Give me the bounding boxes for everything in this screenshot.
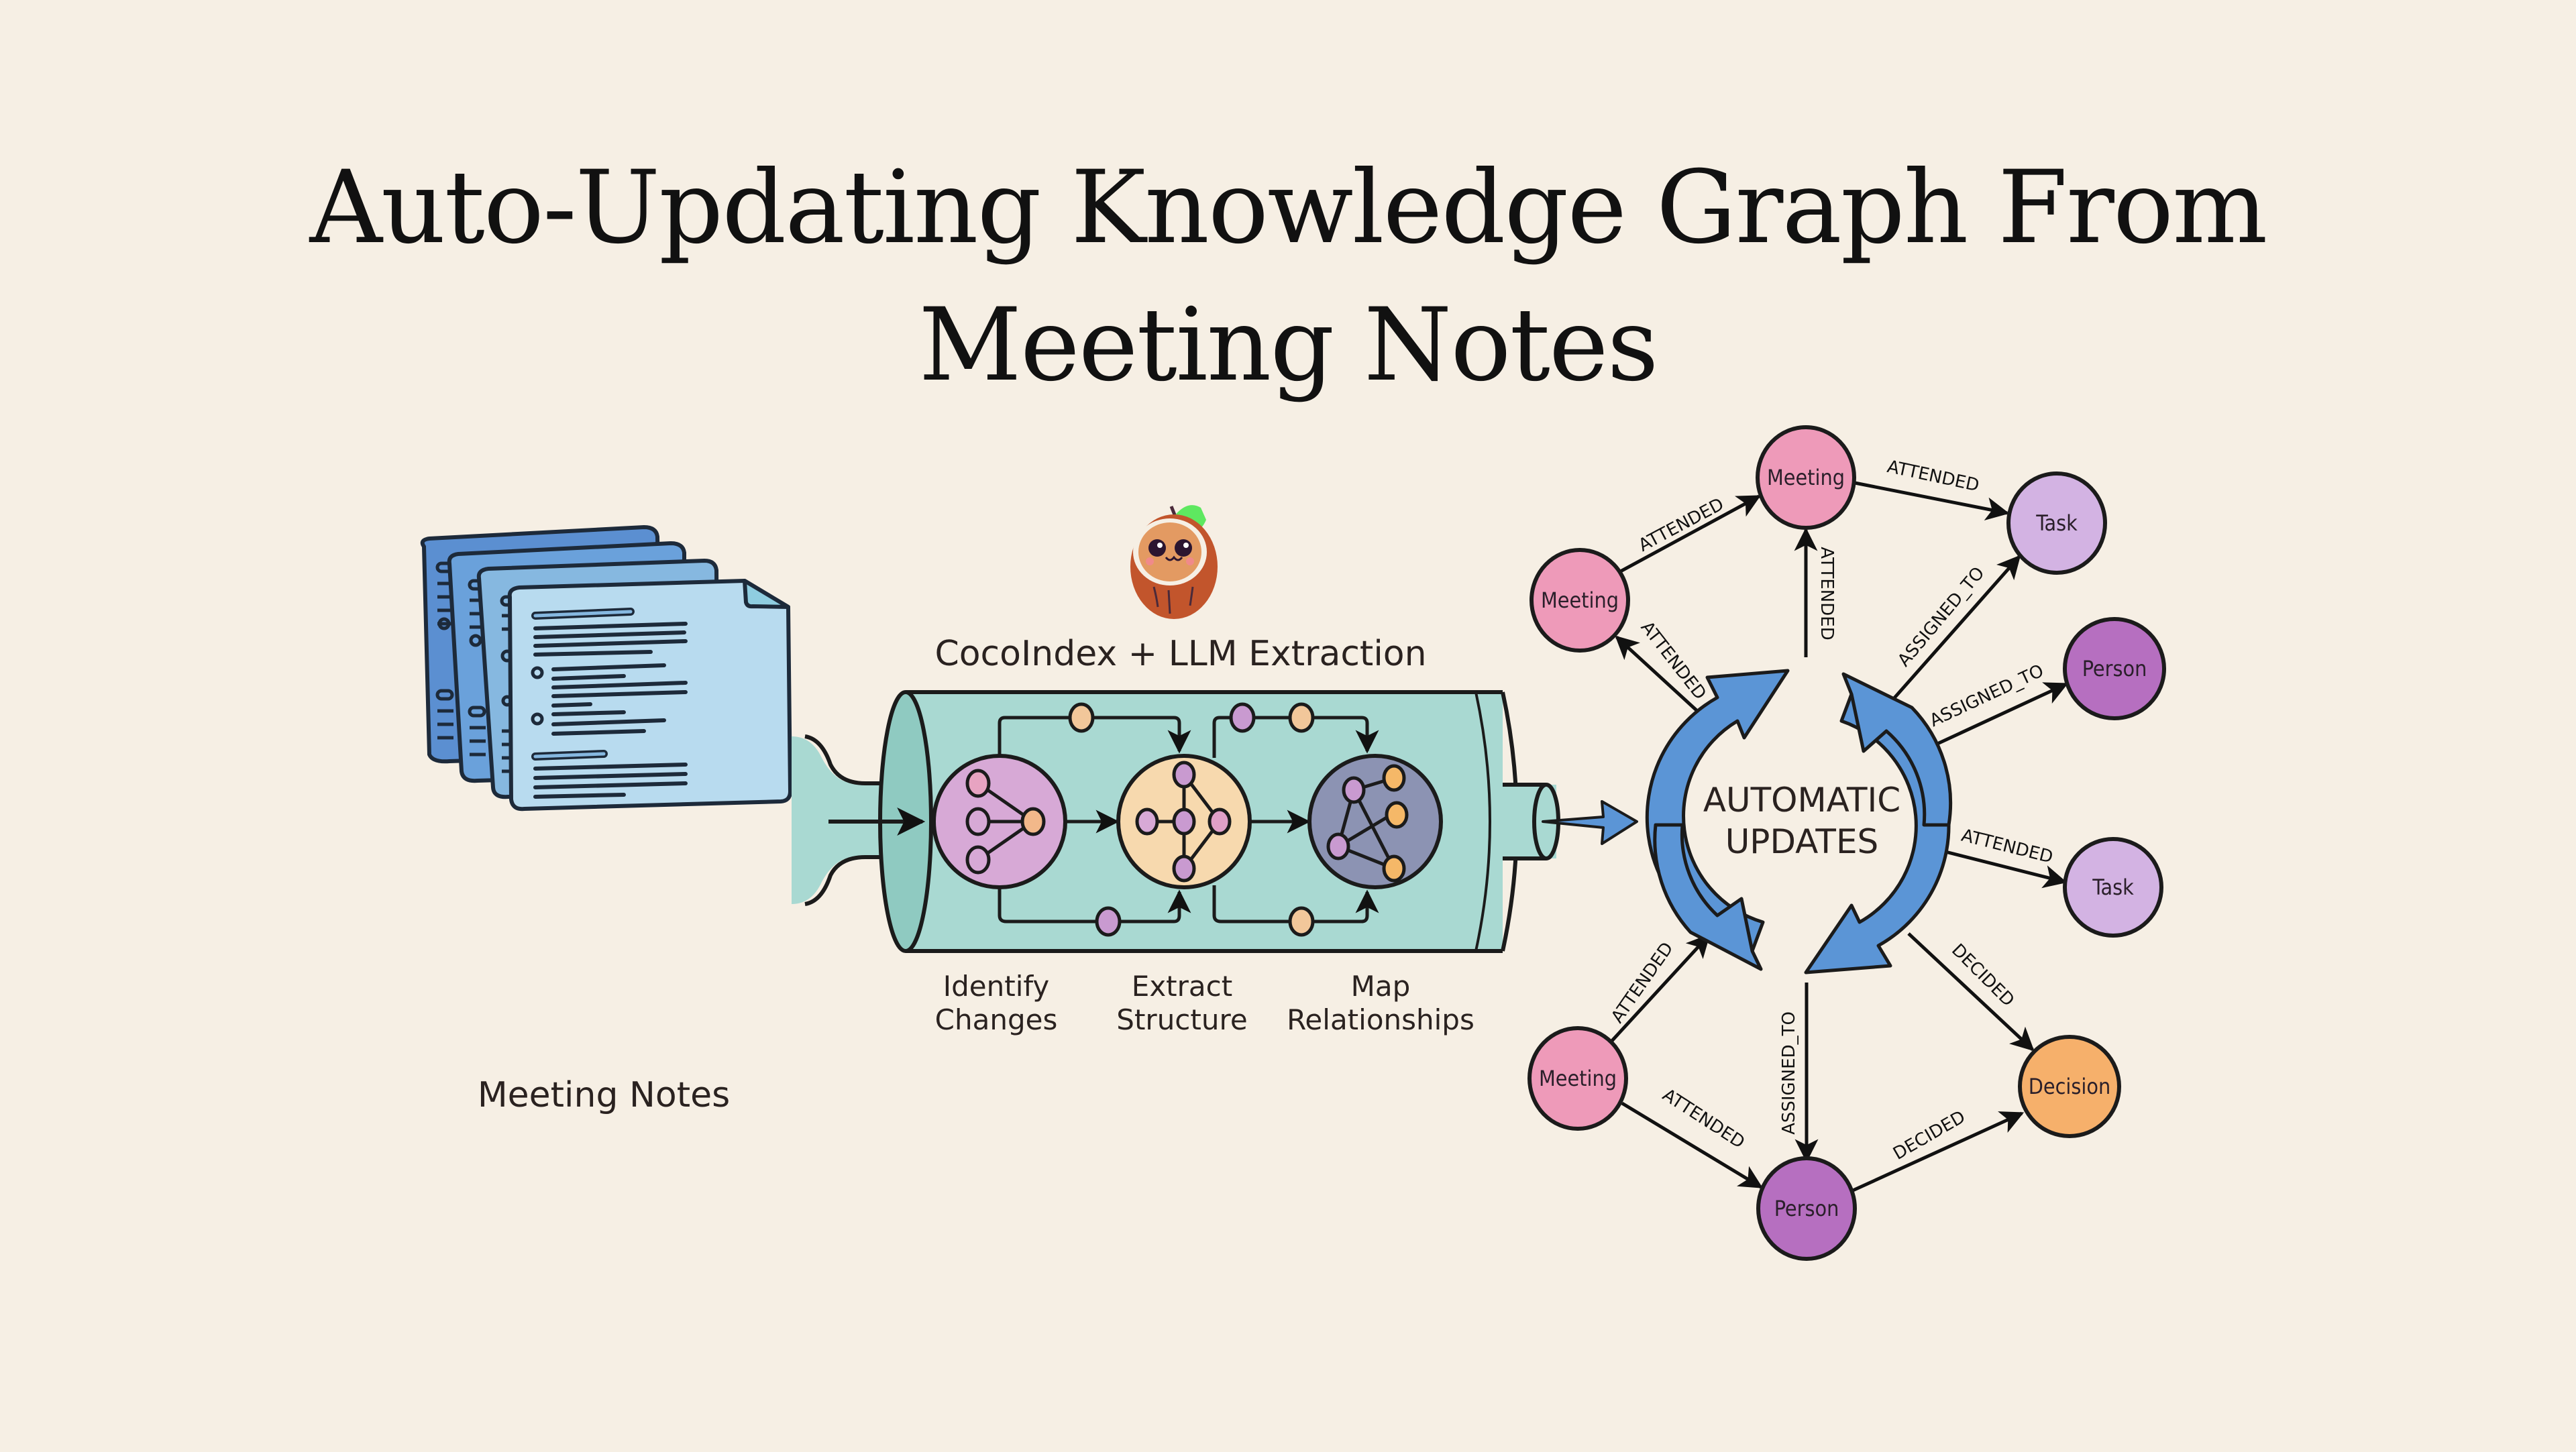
page-title-line-1: Auto-Updating Knowledge Graph From bbox=[309, 150, 2268, 266]
stage-3-label-line-2: Relationships bbox=[1287, 1003, 1474, 1036]
svg-text:Meeting: Meeting bbox=[1541, 588, 1619, 613]
coconut-mascot-icon bbox=[1130, 505, 1218, 619]
svg-text:Meeting: Meeting bbox=[1767, 465, 1845, 490]
graph-edges bbox=[1609, 481, 2069, 1192]
graph-node-person: Person bbox=[1756, 1156, 1857, 1261]
graph-node-meeting: Meeting bbox=[1756, 425, 1856, 530]
graph-branch-icon bbox=[965, 769, 1046, 875]
stage-extract-structure bbox=[1116, 754, 1252, 889]
edge-label: ATTENDED bbox=[1635, 494, 1727, 556]
graph-node-meeting: Meeting bbox=[1529, 548, 1630, 653]
graph-node-decision: Decision bbox=[2018, 1035, 2121, 1138]
graph-tree-icon bbox=[1135, 761, 1232, 883]
output-arrow-icon bbox=[1542, 800, 1638, 845]
stage-2-label-line-2: Structure bbox=[1116, 1003, 1247, 1036]
pipeline-title: CocoIndex + LLM Extraction bbox=[934, 634, 1426, 674]
stage-3-label-line-1: Map bbox=[1351, 970, 1411, 1003]
connector-dots bbox=[1068, 702, 1315, 937]
edge-label: ATTENDED bbox=[1817, 547, 1837, 640]
refresh-cycle-icon bbox=[1645, 669, 1953, 974]
stage-map-relationships bbox=[1307, 754, 1443, 889]
documents-label: Meeting Notes bbox=[478, 1075, 730, 1115]
graph-node-task: Task bbox=[2006, 471, 2107, 575]
cycle-label-line-1: AUTOMATIC bbox=[1703, 781, 1900, 820]
svg-text:Meeting: Meeting bbox=[1539, 1066, 1617, 1091]
svg-text:Decision: Decision bbox=[2029, 1074, 2111, 1099]
stage-1-label-line-1: Identify bbox=[943, 970, 1050, 1003]
edge-label: ASSIGNED_TO bbox=[1779, 1011, 1799, 1135]
edge-label: ATTENDED bbox=[1659, 1085, 1748, 1153]
edge-label: ATTENDED bbox=[1960, 826, 2055, 868]
document-stack-icon bbox=[420, 525, 792, 812]
graph-node-task: Task bbox=[2063, 837, 2163, 938]
edge-label: ASSIGNED_TO bbox=[1894, 563, 1988, 671]
stage-identify-changes bbox=[932, 754, 1067, 889]
edge-label: ATTENDED bbox=[1885, 457, 1981, 496]
svg-text:Task: Task bbox=[2092, 875, 2134, 900]
svg-text:Person: Person bbox=[2082, 656, 2147, 681]
svg-text:Person: Person bbox=[1774, 1196, 1839, 1221]
graph-network-icon bbox=[1326, 764, 1409, 883]
cycle-label-line-2: UPDATES bbox=[1725, 822, 1879, 861]
page-title-line-2: Meeting Notes bbox=[918, 287, 1658, 404]
stage-2-label-line-1: Extract bbox=[1132, 970, 1232, 1003]
svg-text:Task: Task bbox=[2035, 510, 2078, 536]
stage-1-label-line-2: Changes bbox=[935, 1003, 1058, 1036]
edge-label: DECIDED bbox=[1947, 940, 2018, 1011]
graph-node-meeting: Meeting bbox=[1527, 1026, 1628, 1131]
graph-node-person: Person bbox=[2063, 617, 2166, 720]
